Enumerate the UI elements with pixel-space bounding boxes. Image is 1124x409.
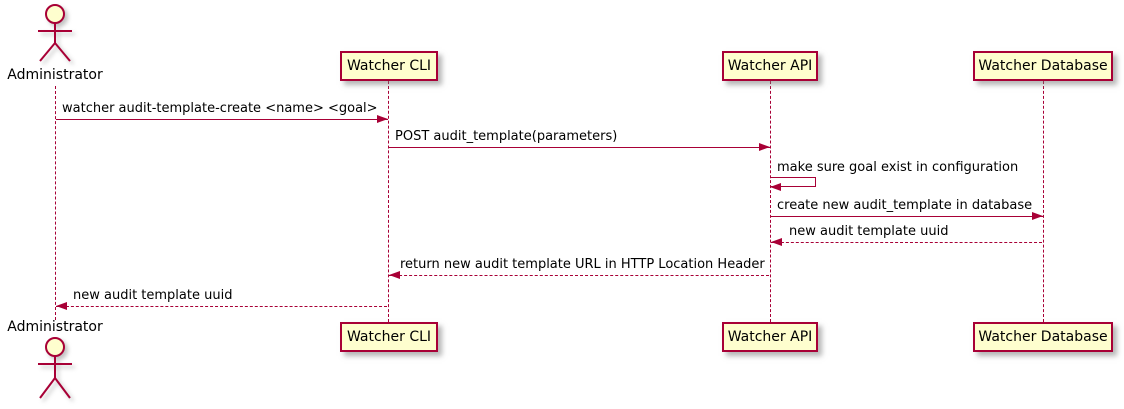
actor-label-top: Administrator xyxy=(7,67,103,83)
arrowhead-left-icon xyxy=(56,302,67,310)
arrowhead-left-icon xyxy=(771,238,782,246)
message-line xyxy=(771,216,1043,217)
message-line xyxy=(56,119,388,120)
message-label-location-header: return new audit template URL in HTTP Lo… xyxy=(400,257,765,272)
message-label-goal-check: make sure goal exist in configuration xyxy=(777,160,1019,175)
arrowhead-left-icon xyxy=(389,271,400,279)
participant-watcher-api-top: Watcher API xyxy=(722,51,818,81)
message-line-dashed xyxy=(56,306,387,307)
lifeline-watcher-api xyxy=(770,81,771,322)
message-label-uuid-return-admin: new audit template uuid xyxy=(73,288,233,303)
message-label-uuid-return-db: new audit template uuid xyxy=(789,224,949,239)
arrowhead-left-icon xyxy=(770,183,781,191)
arrowhead-right-icon xyxy=(377,115,388,123)
actor-label-bottom: Administrator xyxy=(7,319,103,335)
message-line xyxy=(389,147,770,148)
actor-stick-figure-icon xyxy=(38,337,72,399)
message-label-create-audit-template: create new audit_template in database xyxy=(777,198,1033,213)
message-label-audit-template-create: watcher audit-template-create <name> <go… xyxy=(62,101,378,116)
message-line-dashed xyxy=(389,275,769,276)
lifeline-watcher-database xyxy=(1043,81,1044,322)
message-line-dashed xyxy=(771,242,1042,243)
participant-watcher-database-top: Watcher Database xyxy=(973,51,1113,81)
participant-watcher-api-bottom: Watcher API xyxy=(722,322,818,352)
message-label-post-audit-template: POST audit_template(parameters) xyxy=(395,129,618,144)
participant-watcher-cli-top: Watcher CLI xyxy=(340,51,438,81)
arrowhead-right-icon xyxy=(759,143,770,151)
participant-watcher-database-bottom: Watcher Database xyxy=(973,322,1113,352)
lifeline-watcher-cli xyxy=(388,81,389,322)
arrowhead-right-icon xyxy=(1032,212,1043,220)
actor-stick-figure-icon xyxy=(38,4,72,62)
participant-watcher-cli-bottom: Watcher CLI xyxy=(340,322,438,352)
lifeline-administrator xyxy=(55,86,56,320)
self-message-loop xyxy=(771,177,816,187)
